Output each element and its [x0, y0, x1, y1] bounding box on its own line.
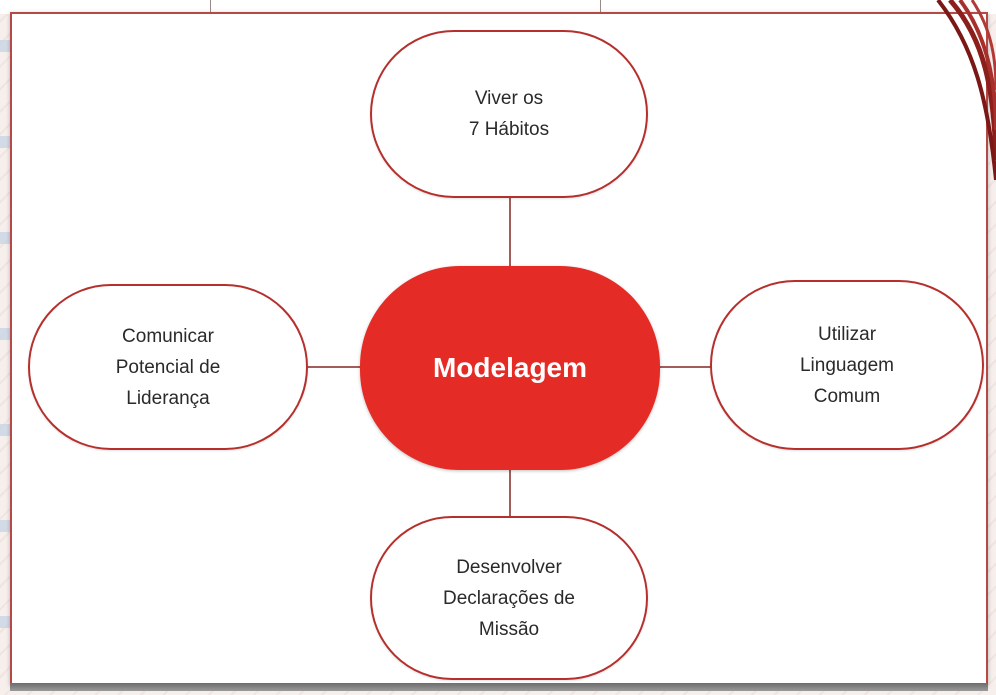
left-edge-decoration: [0, 0, 10, 695]
node-right-label: Utilizar Linguagem Comum: [799, 323, 895, 407]
node-bottom: Desenvolver Declarações de Missão: [370, 516, 648, 680]
node-bottom-label: Desenvolver Declarações de Missão: [442, 556, 576, 640]
top-strip-divider: [600, 0, 601, 14]
node-left-label: Comunicar Potencial de Liderança: [115, 325, 221, 409]
panel-bottom-edge: [10, 683, 988, 691]
connector-bottom: [509, 468, 511, 520]
node-center-label: Modelagem: [432, 352, 588, 383]
node-left: Comunicar Potencial de Liderança: [28, 284, 308, 450]
connector-top: [509, 195, 511, 267]
top-strip: [0, 0, 996, 14]
node-top: Viver os 7 Hábitos: [370, 30, 648, 198]
node-right: Utilizar Linguagem Comum: [710, 280, 984, 450]
connector-right: [656, 366, 712, 368]
decorative-seal: [936, 0, 996, 180]
top-strip-divider: [210, 0, 211, 14]
connector-left: [306, 366, 362, 368]
node-top-label: Viver os 7 Hábitos: [468, 88, 550, 140]
node-center: Modelagem: [360, 266, 660, 470]
